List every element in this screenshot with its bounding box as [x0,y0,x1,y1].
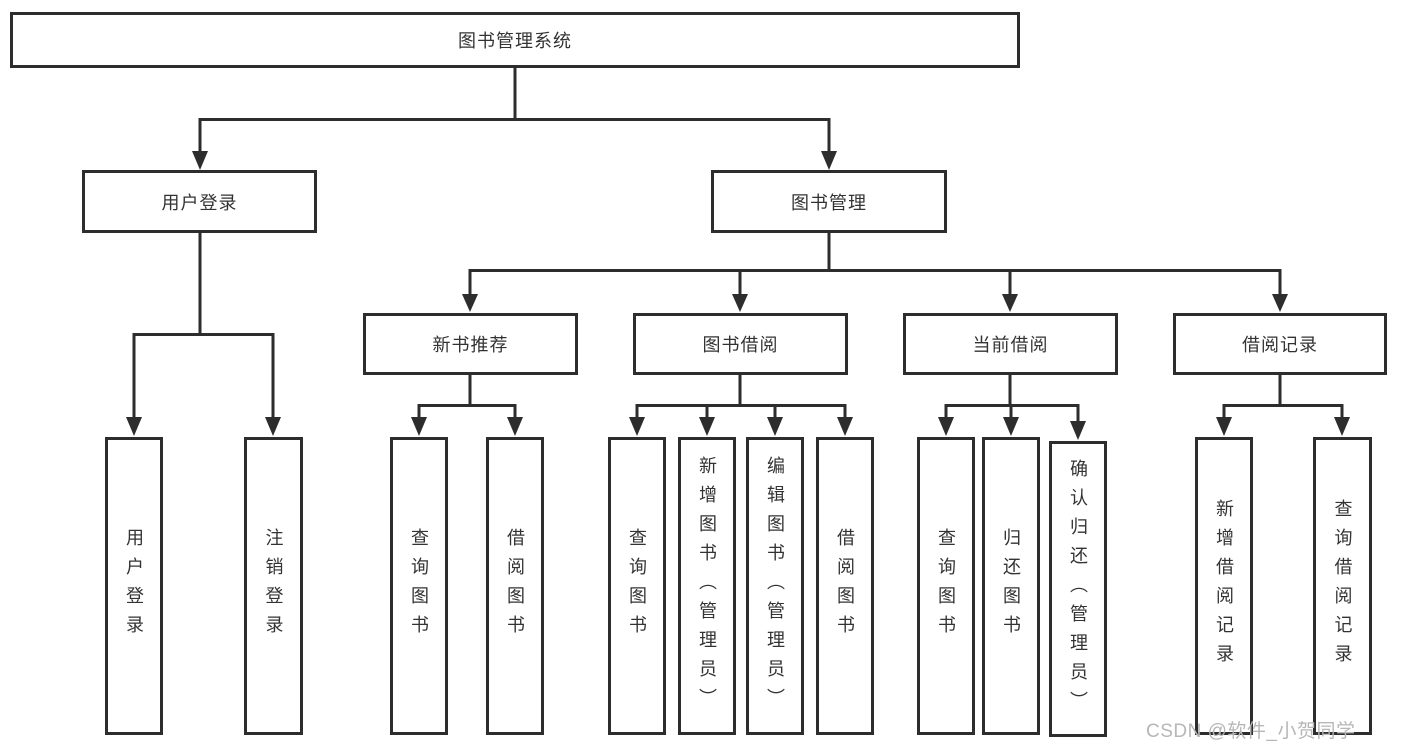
leaf-logout: 注销登录 [244,437,303,735]
connector-book-borrowing [635,375,847,418]
leaf-user-login: 用户登录 [105,437,163,735]
leaf-query-books: 查询图书 [390,437,448,735]
arrowhead-down-icon [1334,417,1350,436]
leaf-query-books: 查询图书 [917,437,975,735]
arrowhead-down-icon [732,294,748,312]
node-library-system: 图书管理系统 [10,12,1020,68]
arrowhead-down-icon [265,417,281,436]
arrowhead-down-icon [1002,294,1018,312]
leaf-add-book-admin: 新增图书（管理员） [678,437,736,735]
arrowhead-down-icon [821,151,837,170]
arrowhead-down-icon [462,294,478,312]
connector-borrowing-records [1222,375,1344,418]
node-user-login: 用户登录 [82,170,317,233]
arrowhead-down-icon [192,151,208,170]
arrowhead-down-icon [629,417,645,436]
arrowhead-down-icon [1216,417,1232,436]
arrowhead-down-icon [837,417,853,436]
arrowhead-down-icon [411,417,427,436]
arrowhead-down-icon [1003,417,1019,436]
connector-current-borrowing [944,375,1080,422]
leaf-borrow-books: 借阅图书 [816,437,874,735]
node-borrowing-records: 借阅记录 [1173,313,1387,375]
leaf-return-books: 归还图书 [982,437,1040,735]
leaf-edit-book-admin: 编辑图书（管理员） [746,437,804,735]
leaf-query-borrow-record: 查询借阅记录 [1313,437,1372,735]
arrowhead-down-icon [699,417,715,436]
arrowhead-down-icon [1272,294,1288,312]
arrowhead-down-icon [126,417,142,436]
connector-user-login-to-children [132,233,275,418]
watermark-csdn: CSDN @软件_小贺同学 [1146,721,1356,742]
arrowhead-down-icon [1070,421,1086,440]
arrowhead-down-icon [767,417,783,436]
connector-new-book-recommendation [417,375,517,418]
node-book-borrowing: 图书借阅 [633,313,848,375]
leaf-query-books: 查询图书 [608,437,666,735]
node-new-book-recommendation: 新书推荐 [363,313,578,375]
leaf-borrow-books: 借阅图书 [486,437,544,735]
connector-book-management-to-level3 [468,233,1282,295]
node-current-borrowing: 当前借阅 [903,313,1118,375]
node-book-management: 图书管理 [711,170,947,233]
arrowhead-down-icon [938,417,954,436]
arrowhead-down-icon [507,417,523,436]
leaf-add-borrow-record: 新增借阅记录 [1195,437,1253,735]
leaf-confirm-return-admin: 确认归还（管理员） [1049,441,1107,737]
connector-root-to-level2 [198,68,831,152]
